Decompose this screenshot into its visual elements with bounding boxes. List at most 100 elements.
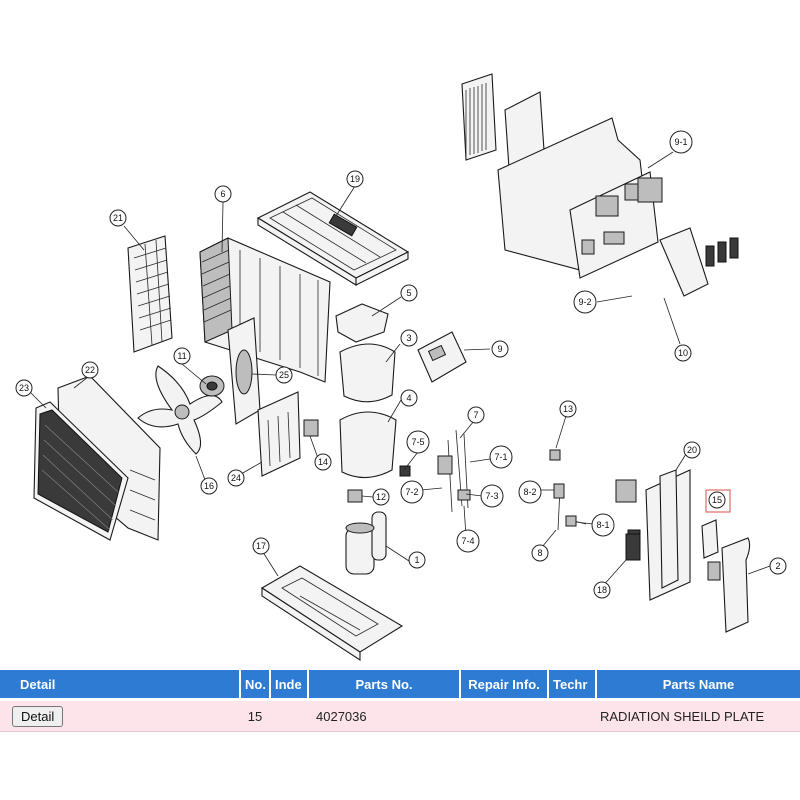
callout-13-label: 13 bbox=[563, 404, 573, 414]
callout-8-1: 8-1 bbox=[591, 513, 615, 537]
callout-20: 20 bbox=[683, 441, 701, 459]
callout-11-label: 11 bbox=[177, 351, 186, 361]
callout-9-1-label: 9-1 bbox=[674, 137, 687, 147]
callout-7-4-label: 7-4 bbox=[461, 536, 474, 546]
callout-7-4: 7-4 bbox=[456, 529, 480, 553]
callout-22-label: 22 bbox=[85, 365, 95, 375]
callout-6: 6 bbox=[214, 185, 232, 203]
cell-repair-info bbox=[460, 699, 548, 732]
callout-1-label: 1 bbox=[414, 555, 419, 565]
callout-8-2: 8-2 bbox=[518, 480, 542, 504]
callout-25-label: 25 bbox=[279, 370, 289, 380]
part-14-bracket bbox=[303, 419, 319, 437]
callout-7-5-label: 7-5 bbox=[411, 437, 424, 447]
callout-7-2-label: 7-2 bbox=[405, 487, 418, 497]
callout-21: 21 bbox=[109, 209, 127, 227]
callout-18-label: 18 bbox=[597, 585, 607, 595]
callout-8-2-label: 8-2 bbox=[523, 487, 536, 497]
callout-20-label: 20 bbox=[687, 445, 697, 455]
callout-9-2: 9-2 bbox=[573, 290, 597, 314]
callout-12: 12 bbox=[372, 488, 390, 506]
header-parts-no: Parts No. bbox=[308, 670, 461, 701]
callout-24-label: 24 bbox=[231, 473, 241, 483]
cell-parts-name: RADIATION SHEILD PLATE bbox=[596, 699, 800, 732]
callout-4: 4 bbox=[400, 389, 418, 407]
detail-button[interactable]: Detail bbox=[12, 705, 64, 727]
callout-21-label: 21 bbox=[113, 213, 123, 223]
callout-2-label: 2 bbox=[775, 561, 780, 571]
part-13-nut bbox=[549, 449, 561, 461]
callout-1: 1 bbox=[408, 551, 426, 569]
part-19-top-panel bbox=[256, 191, 410, 286]
part-17-base-pan bbox=[260, 565, 404, 662]
header-parts-name: Parts Name bbox=[596, 670, 800, 701]
callout-7-1: 7-1 bbox=[489, 445, 513, 469]
callout-16-label: 16 bbox=[204, 481, 214, 491]
callout-17: 17 bbox=[252, 537, 270, 555]
part-9-terminal-block bbox=[417, 331, 467, 383]
part-5-cover bbox=[335, 303, 389, 343]
callout-24: 24 bbox=[227, 469, 245, 487]
part-1-compressor bbox=[345, 511, 387, 575]
part-11-fan-motor bbox=[199, 375, 225, 397]
callout-7-5: 7-5 bbox=[406, 430, 430, 454]
part-9-1-control-box bbox=[461, 73, 739, 297]
part-21-side-grille bbox=[127, 235, 173, 353]
part-6-condenser-coil bbox=[199, 237, 331, 383]
callout-7-2: 7-2 bbox=[400, 480, 424, 504]
header-detail: Detail bbox=[0, 670, 241, 701]
callout-8-label: 8 bbox=[537, 548, 542, 558]
callout-9-1: 9-1 bbox=[669, 130, 693, 154]
callout-8-1-label: 8-1 bbox=[596, 520, 609, 530]
part-8-expansion-valve-assembly bbox=[553, 483, 587, 531]
part-25-motor-support bbox=[227, 317, 261, 425]
part-18-terminal bbox=[625, 533, 641, 561]
callout-15: 15 bbox=[708, 491, 726, 509]
callout-2: 2 bbox=[769, 557, 787, 575]
exploded-parts-diagram: 21 6 19 9-1 9-2 10 5 3 9 11 22 23 25 4 7… bbox=[15, 73, 787, 662]
callout-14-label: 14 bbox=[318, 457, 328, 467]
callout-19: 19 bbox=[346, 170, 364, 188]
header-repair-info: Repair Info. bbox=[460, 670, 549, 701]
callout-7-3-label: 7-3 bbox=[485, 491, 498, 501]
callout-17-label: 17 bbox=[256, 541, 266, 551]
diagram-canvas: 21 6 19 9-1 9-2 10 5 3 9 11 22 23 25 4 7… bbox=[15, 73, 787, 662]
callout-25: 25 bbox=[275, 366, 293, 384]
cell-detail: Detail bbox=[0, 699, 240, 732]
callout-5: 5 bbox=[400, 284, 418, 302]
callout-18: 18 bbox=[593, 581, 611, 599]
part-24-partition bbox=[257, 391, 301, 477]
callout-3-label: 3 bbox=[406, 333, 411, 343]
callout-9-label: 9 bbox=[497, 344, 502, 354]
cell-no: 15 bbox=[240, 699, 270, 732]
part-15-highlight-box bbox=[705, 489, 731, 513]
part-16-propeller-fan bbox=[137, 365, 223, 455]
callout-6-label: 6 bbox=[220, 189, 225, 199]
callout-5-label: 5 bbox=[406, 288, 411, 298]
cell-parts-no: 4027036 bbox=[308, 699, 460, 732]
callout-15-label: 15 bbox=[712, 495, 722, 505]
callout-7-3: 7-3 bbox=[480, 484, 504, 508]
header-tech: Techr bbox=[548, 670, 597, 701]
callout-19-label: 19 bbox=[350, 174, 360, 184]
cell-index bbox=[270, 699, 308, 732]
callout-8: 8 bbox=[531, 544, 549, 562]
part-15-radiation-shield-plate bbox=[701, 519, 721, 581]
part-4-sound-jacket-lower bbox=[339, 411, 397, 479]
table-row[interactable]: Detail 15 4027036 RADIATION SHEILD PLATE bbox=[0, 699, 800, 732]
callout-7: 7 bbox=[467, 406, 485, 424]
callout-4-label: 4 bbox=[406, 393, 411, 403]
callout-7-1-label: 7-1 bbox=[494, 452, 507, 462]
header-no: No. bbox=[240, 670, 271, 701]
callout-16: 16 bbox=[200, 477, 218, 495]
callout-22: 22 bbox=[81, 361, 99, 379]
callout-10: 10 bbox=[674, 344, 692, 362]
callout-23: 23 bbox=[15, 379, 33, 397]
callout-7-label: 7 bbox=[473, 410, 478, 420]
callout-13: 13 bbox=[559, 400, 577, 418]
callout-10-label: 10 bbox=[678, 348, 688, 358]
part-23-front-grille bbox=[33, 401, 129, 541]
part-3-sound-jacket-upper bbox=[339, 343, 396, 403]
parts-table-header-row: Detail No. Inde Parts No. Repair Info. T… bbox=[0, 670, 800, 701]
part-12-fitting bbox=[347, 489, 363, 503]
